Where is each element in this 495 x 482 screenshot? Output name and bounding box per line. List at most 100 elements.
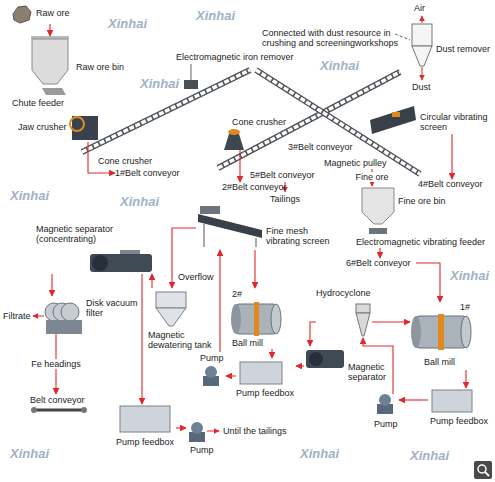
flow-label: Fe headings [30,359,82,369]
dust-remover-body [412,24,432,46]
equipment-node: Cone crusher [224,116,288,150]
pump-base [189,432,205,442]
hydrocyclone-cone [356,313,370,336]
flow-label: Fine ore [354,172,389,182]
flow-arrow [49,24,50,36]
belt-icon [34,409,84,412]
bin-rim [31,36,69,39]
equipment-node: Dust remover [410,24,492,68]
dewatering-tank-cone [156,308,186,326]
equipment-label: Dust remover [436,44,490,54]
flow-arrow [172,228,196,288]
flow-note: Air [414,3,425,13]
filter-disk [45,303,63,321]
equipment-label: 5#Belt conveyor [250,170,315,180]
ball-mill-gear [254,302,259,336]
equipment-label: Ball mill [424,357,455,367]
truss-lattice [256,70,420,174]
truss-lattice [218,72,400,168]
dust-remover-cone [412,46,432,66]
equipment-label: Magnetic separator (concentrating) [36,224,118,244]
flow-arrow [226,375,236,376]
ball-mill-gear [438,314,444,350]
equipment-label: 1#Belt conveyor [115,168,180,178]
flow-arrow [451,134,452,179]
equipment-label: Ball mill [232,338,263,348]
equipment-label: Fine mesh vibrating screen [266,226,334,246]
equipment-node: Magnetic separator [304,346,389,384]
dust-arrow [422,67,423,80]
flywheel [70,117,84,131]
flow-note: Filtrate [3,311,31,321]
equipment-label: Raw ore bin [76,62,124,72]
screen-leg [204,224,205,247]
magnetic-separator-icon [90,254,152,272]
equipment-node: Magnetic pulley [324,158,388,169]
flow-arrow [254,250,255,288]
cone-crusher-icon [224,134,244,150]
equipment-node: Pump feedbox [116,404,176,448]
flow-arrow [296,365,304,366]
equipment-label: Fine ore bin [398,196,446,206]
equipment-node: Electromagnetic iron remover [176,51,304,91]
equipment-label: Circular vibrating screen [420,112,490,132]
flow-note: Until the tailings [223,426,287,436]
screen-leg [256,238,257,247]
separator-hopper [120,250,140,254]
truss-lattice [82,70,250,152]
magnetic-separator-icon [306,350,344,368]
flow-arrow [416,263,440,302]
flow-note: Cone crusher [98,156,152,166]
watermark: Xinhai [196,8,235,23]
flow-arrow [55,334,56,394]
watermark: Xinhai [410,448,449,463]
pump-casing [379,394,391,406]
equipment-label: 4#Belt conveyor [418,179,483,189]
flow-note: Tailings [270,194,300,204]
watermark: Xinhai [108,16,147,31]
watermark: Xinhai [140,76,179,91]
equipment-label: Raw ore [36,8,70,18]
equipment-label: Hydrocyclone [316,288,371,298]
equipment-node: 3#Belt conveyor [288,142,356,153]
flow-arrow [271,349,272,358]
flow-arrow [51,274,52,296]
flow-arrow [88,142,115,173]
pump-casing [191,422,203,434]
equipment-label: Electromagnetic iron remover [176,52,294,62]
equipment-label: Magnetic dewatering tank [148,330,214,350]
ball-mill-shell [416,316,466,348]
equipment-node: Fine mesh vibrating screen [196,206,335,250]
equipment-node: 1#Ball mill [410,302,474,370]
dust-duct [395,34,410,40]
ball-mill-end [231,304,241,334]
truss-frame [256,70,420,174]
equipment-label: Disk vacuum filter [86,298,140,318]
flow-arrow [219,250,220,352]
equipment-node: Disk vacuum filter [44,296,141,334]
equipment-label: 2#Belt conveyor [222,182,287,192]
ball-mill-end [271,304,281,334]
equipment-node: Raw ore bin [32,36,130,86]
equipment-node: Pump feedbox [236,358,296,399]
ball-mill-end [461,316,471,348]
equipment-label: Pump feedbox [430,416,488,426]
ball-mill-shell [236,304,276,334]
equipment-label: 2# [232,289,242,299]
equipment-node: Magnetic dewatering tank [148,288,215,352]
equipment-node: 2#Belt conveyor [222,182,294,193]
equipment-label: Chute feeder [12,98,64,108]
pump-base [203,376,219,386]
fine-screen-icon [198,214,262,238]
flow-arrow [141,274,142,404]
equipment-label: Magnetic pulley [324,158,387,168]
truss-frame [82,70,250,152]
equipment-node: Fine ore bin [360,186,450,226]
air-arrow [422,16,423,23]
flow-arrow [310,322,316,346]
pump-base [377,404,393,414]
flow-note: Overflow [178,272,214,282]
